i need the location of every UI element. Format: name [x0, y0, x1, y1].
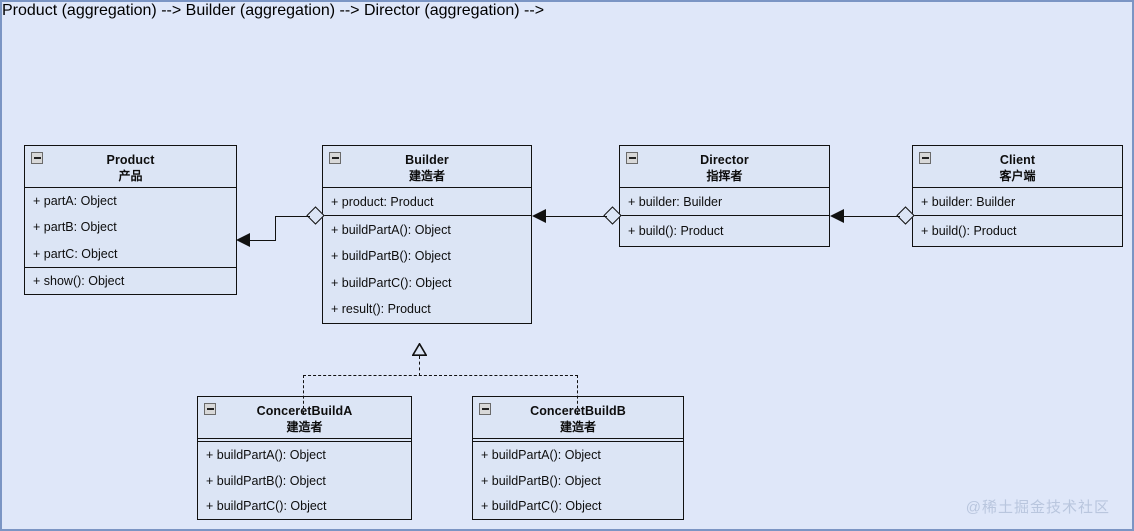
class-operation-row: + buildPartC(): Object [481, 499, 602, 514]
class-header-conceret-build-b: ConceretBuildB 建造者 [473, 397, 683, 439]
hollow-triangle-icon [412, 343, 427, 356]
operations-section: + buildPartA(): Object + buildPartB(): O… [323, 215, 531, 323]
class-box-conceret-build-b[interactable]: ConceretBuildB 建造者 + buildPartA(): Objec… [472, 396, 684, 520]
class-title: Product [106, 153, 155, 167]
class-operation-row: + buildPartC(): Object [206, 499, 327, 514]
operations-section: + build(): Product [913, 215, 1122, 246]
relation-line-segment [249, 239, 276, 241]
class-header-conceret-build-a: ConceretBuildA 建造者 [198, 397, 411, 439]
class-subtitle: 客户端 [999, 168, 1036, 183]
class-operation-row: + show(): Object [33, 274, 125, 288]
minus-icon[interactable] [329, 152, 341, 164]
relation-line-segment [843, 215, 900, 217]
class-operation-row: + buildPartB(): Object [331, 249, 451, 264]
watermark-text: @稀土掘金技术社区 [965, 499, 1110, 516]
relation-line-segment [577, 375, 578, 414]
class-subtitle: 产品 [118, 168, 143, 183]
filled-arrow-icon [532, 209, 546, 223]
relation-line-segment [275, 215, 276, 240]
relation-line-segment [303, 375, 578, 376]
class-title: ConceretBuildA [256, 404, 353, 418]
class-attribute-row: + partB: Object [33, 220, 117, 235]
filled-arrow-icon [236, 233, 250, 247]
relation-line-segment [419, 356, 420, 376]
class-operation-row: + build(): Product [921, 224, 1017, 238]
class-attribute-row: + partC: Object [33, 246, 118, 261]
class-operation-row: + buildPartB(): Object [481, 473, 601, 488]
class-box-client[interactable]: Client 客户端 + builder: Builder + build():… [912, 145, 1123, 247]
class-subtitle: 建造者 [286, 419, 323, 434]
relation-line-segment [303, 375, 304, 414]
operations-section: + buildPartA(): Object + buildPartB(): O… [473, 441, 683, 519]
class-operation-row: + build(): Product [628, 224, 724, 238]
class-attribute-row: + product: Product [331, 194, 434, 209]
minus-icon[interactable] [479, 403, 491, 415]
attributes-section: + builder: Builder [620, 188, 829, 215]
class-attribute-row: + builder: Builder [628, 194, 723, 209]
class-operation-row: + result(): Product [331, 302, 431, 317]
relation-line-segment [545, 215, 607, 217]
class-subtitle: 指挥者 [706, 168, 743, 183]
class-operation-row: + buildPartA(): Object [331, 222, 451, 237]
class-attribute-row: + partA: Object [33, 194, 117, 209]
operations-section: + build(): Product [620, 215, 829, 246]
class-title: Builder [405, 153, 449, 167]
class-operation-row: + buildPartB(): Object [206, 473, 326, 488]
class-operation-row: + buildPartA(): Object [481, 447, 601, 462]
operations-section: + buildPartA(): Object + buildPartB(): O… [198, 441, 411, 519]
class-box-director[interactable]: Director 指挥者 + builder: Builder + build(… [619, 145, 830, 247]
relation-line-segment [275, 215, 310, 217]
class-header-director: Director 指挥者 [620, 146, 829, 188]
operations-section: + show(): Object [25, 267, 236, 294]
minus-icon[interactable] [204, 403, 216, 415]
class-title: Director [700, 153, 749, 167]
class-attribute-row: + builder: Builder [921, 194, 1016, 209]
class-header-client: Client 客户端 [913, 146, 1122, 188]
class-title: Client [999, 153, 1036, 167]
class-subtitle: 建造者 [408, 168, 445, 183]
attributes-section: + partA: Object + partB: Object + partC:… [25, 188, 236, 267]
minus-icon[interactable] [31, 152, 43, 164]
class-box-product[interactable]: Product 产品 + partA: Object + partB: Obje… [24, 145, 237, 295]
filled-arrow-icon [830, 209, 844, 223]
class-box-builder[interactable]: Builder 建造者 + product: Product + buildPa… [322, 145, 532, 324]
class-operation-row: + buildPartA(): Object [206, 447, 326, 462]
class-header-builder: Builder 建造者 [323, 146, 531, 188]
class-box-conceret-build-a[interactable]: ConceretBuildA 建造者 + buildPartA(): Objec… [197, 396, 412, 520]
attributes-section: + builder: Builder [913, 188, 1122, 215]
minus-icon[interactable] [919, 152, 931, 164]
minus-icon[interactable] [626, 152, 638, 164]
class-subtitle: 建造者 [559, 419, 596, 434]
attributes-section: + product: Product [323, 188, 531, 215]
class-header-product: Product 产品 [25, 146, 236, 188]
class-title: ConceretBuildB [530, 404, 626, 418]
class-operation-row: + buildPartC(): Object [331, 275, 452, 290]
